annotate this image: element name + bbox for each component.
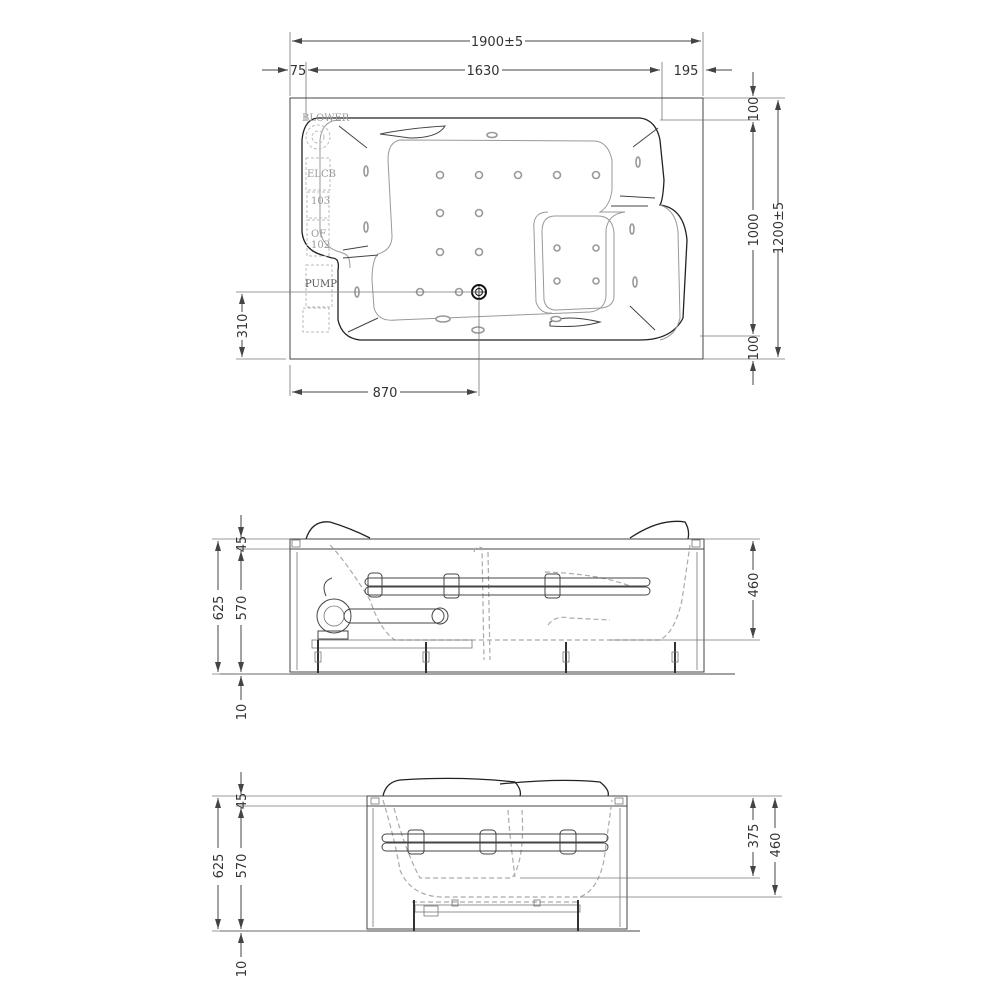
equipment-layout: BLOWER ELCB 103 OF 102 PUMP <box>302 113 350 333</box>
adjustable-feet <box>314 640 679 673</box>
dim-drain-from-left: 870 <box>373 386 398 401</box>
elcb-label: ELCB <box>307 169 336 180</box>
dim-bottom-rim: 100 <box>747 336 762 361</box>
side-dim-depth: 460 <box>769 833 784 858</box>
dim-left-rim: 75 <box>290 64 307 79</box>
front-dim-depth: 460 <box>747 573 762 598</box>
front-dim-floor-gap: 10 <box>235 704 250 721</box>
side-dim-rim-height: 45 <box>235 793 250 810</box>
side-dim-total-height: 625 <box>212 854 227 879</box>
front-dim-total-height: 625 <box>212 596 227 621</box>
top-view: BLOWER ELCB 103 OF 102 PUMP 1900±5 1630 … <box>236 32 787 401</box>
side-dim-body-height: 570 <box>235 854 250 879</box>
of-code: 102 <box>311 240 330 251</box>
dim-overall-length: 1900±5 <box>471 35 523 50</box>
side-dim-floor-gap: 10 <box>235 961 250 978</box>
side-view: 625 570 45 10 375 460 <box>212 772 784 977</box>
dim-drain-from-bottom: 310 <box>236 314 251 339</box>
of-label: OF <box>311 229 326 240</box>
blower-label: BLOWER <box>302 113 350 124</box>
air-jets <box>415 170 601 297</box>
dim-inner-length: 1630 <box>466 64 499 79</box>
front-dim-rim-height: 45 <box>235 536 250 553</box>
front-view: 625 570 45 10 460 <box>212 515 762 720</box>
side-dim-seat-depth: 375 <box>747 824 762 849</box>
dim-overall-width: 1200±5 <box>772 202 787 254</box>
dim-inner-width: 1000 <box>747 213 762 246</box>
dim-top-rim: 100 <box>747 97 762 122</box>
dim-right-rim: 195 <box>674 64 699 79</box>
elcb-code: 103 <box>311 196 330 207</box>
pump-label: PUMP <box>305 279 337 290</box>
front-dim-body-height: 570 <box>235 596 250 621</box>
